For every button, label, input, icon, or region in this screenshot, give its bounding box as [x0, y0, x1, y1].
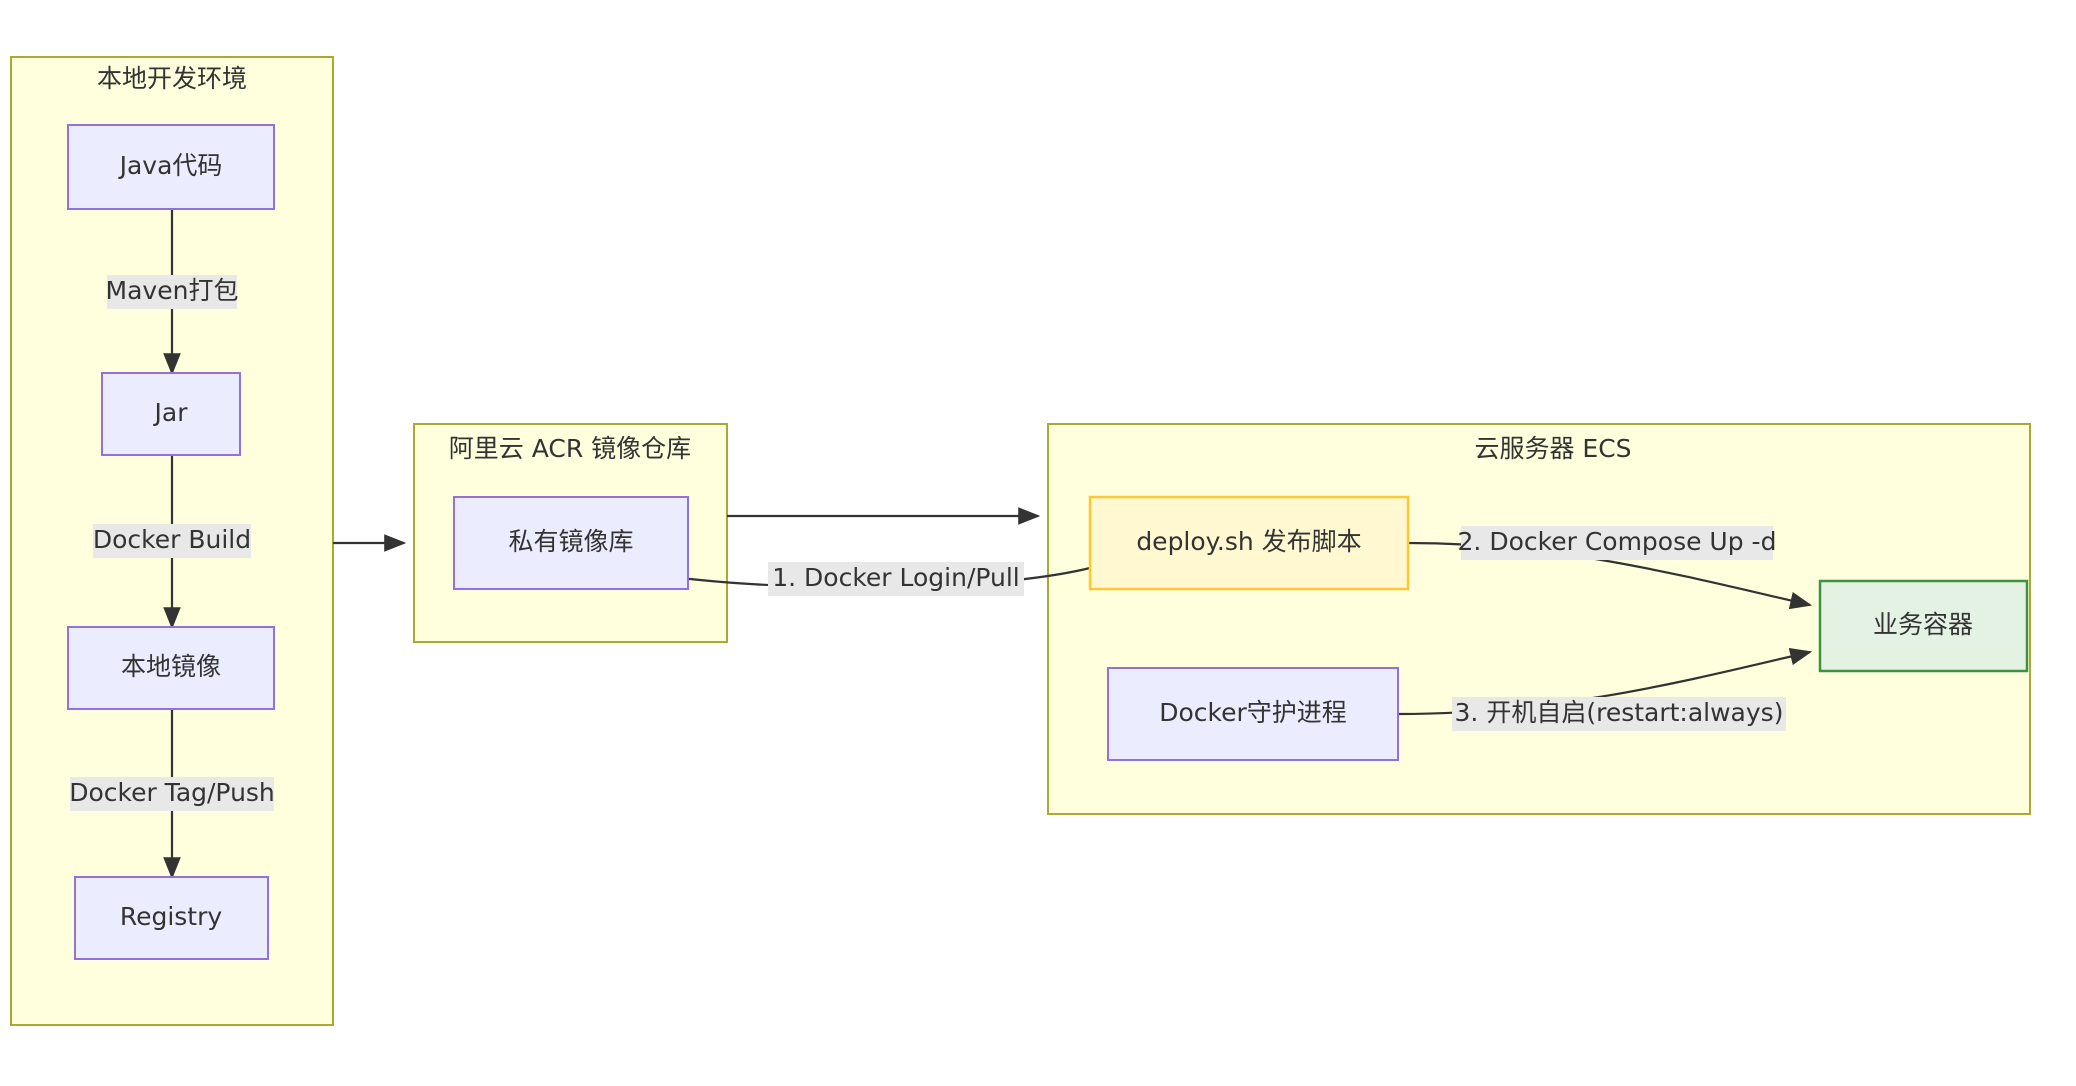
- node-local-image[interactable]: 本地镜像: [67, 626, 275, 710]
- node-local-image-box[interactable]: [67, 626, 275, 710]
- edge-label-docker-login-pull: 1. Docker Login/Pull: [768, 562, 1024, 596]
- edge-label-docker-tag-push-text: Docker Tag/Push: [69, 778, 275, 807]
- node-java-code-label: Java代码: [118, 151, 223, 180]
- node-business-container[interactable]: 业务容器: [1818, 579, 2029, 673]
- edge-label-restart-always-text: 3. 开机自启(restart:always): [1455, 698, 1784, 727]
- edge-label-docker-build-bg: [93, 524, 251, 558]
- node-private-repo-box[interactable]: [453, 496, 689, 590]
- node-registry-box[interactable]: [74, 876, 269, 960]
- cluster-local-dev-title: 本地开发环境: [97, 64, 247, 93]
- node-java-code-box[interactable]: [67, 124, 275, 210]
- edge-label-maven-text: Maven打包: [106, 276, 239, 305]
- node-deploy-script-box[interactable]: [1088, 495, 1410, 591]
- edge-label-docker-build-text: Docker Build: [93, 525, 251, 554]
- node-deploy-script-label: deploy.sh 发布脚本: [1136, 527, 1361, 556]
- edge-label-restart-always-bg: [1452, 697, 1786, 731]
- node-docker-daemon-box[interactable]: [1107, 667, 1399, 761]
- edge-label-maven: Maven打包: [106, 275, 239, 309]
- cluster-ecs-title: 云服务器 ECS: [1474, 434, 1631, 463]
- edge-label-docker-compose-up-bg: [1461, 526, 1773, 560]
- edge-label-maven-bg: [107, 275, 237, 309]
- edge-label-docker-compose-up-text: 2. Docker Compose Up -d: [1458, 527, 1777, 556]
- node-private-repo-label: 私有镜像库: [508, 527, 633, 556]
- node-business-container-label: 业务容器: [1873, 610, 1973, 639]
- edge-label-docker-login-pull-bg: [768, 562, 1024, 596]
- node-business-container-box[interactable]: [1818, 579, 2029, 673]
- node-private-repo[interactable]: 私有镜像库: [453, 496, 689, 590]
- node-deploy-script[interactable]: deploy.sh 发布脚本: [1088, 495, 1410, 591]
- node-local-image-label: 本地镜像: [121, 652, 221, 681]
- edge-label-docker-login-pull-text: 1. Docker Login/Pull: [772, 563, 1020, 592]
- edge-label-docker-tag-push-bg: [70, 777, 274, 811]
- node-docker-daemon[interactable]: Docker守护进程: [1107, 667, 1399, 761]
- edge-label-docker-build: Docker Build: [93, 524, 251, 558]
- node-jar-label: Jar: [153, 398, 189, 427]
- node-java-code[interactable]: Java代码: [67, 124, 275, 210]
- node-jar[interactable]: Jar: [101, 372, 241, 456]
- node-docker-daemon-label: Docker守护进程: [1159, 698, 1347, 727]
- edge-label-docker-tag-push: Docker Tag/Push: [69, 777, 275, 811]
- cluster-acr-title: 阿里云 ACR 镜像仓库: [449, 434, 691, 463]
- node-registry-label: Registry: [120, 902, 223, 931]
- edge-label-restart-always: 3. 开机自启(restart:always): [1452, 697, 1786, 731]
- edge-label-docker-compose-up: 2. Docker Compose Up -d: [1458, 526, 1777, 560]
- node-jar-box[interactable]: [101, 372, 241, 456]
- node-registry[interactable]: Registry: [74, 876, 269, 960]
